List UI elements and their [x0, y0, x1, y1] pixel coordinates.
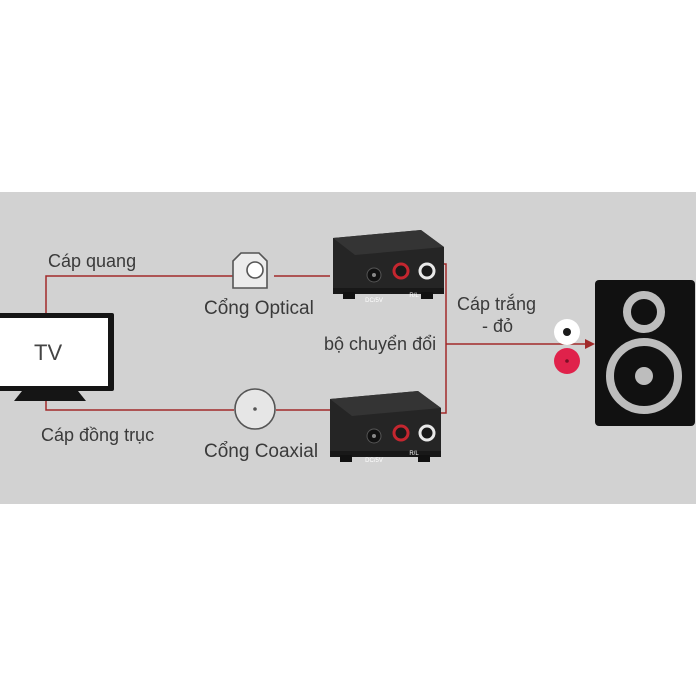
rl-label-top: R/L	[409, 293, 419, 299]
rca-white-icon	[554, 319, 580, 345]
coaxial-cable-label: Cáp đồng trục	[41, 425, 155, 445]
optical-port-icon	[232, 252, 268, 289]
converter-label: bộ chuyển đổi	[324, 334, 437, 354]
cable-lines	[45, 263, 585, 414]
optical-cable-label: Cáp quang	[48, 251, 137, 271]
optical-cable-line-left	[45, 275, 236, 318]
rl-label-bottom: R/L	[409, 451, 419, 457]
arrow-head-icon	[585, 339, 595, 349]
converter-bottom-icon	[330, 391, 441, 462]
coaxial-port-label: Cổng Coaxial	[204, 441, 319, 462]
speaker-icon	[595, 280, 695, 426]
converter-top-icon	[333, 230, 444, 299]
optical-port-label: Cổng Optical	[204, 298, 314, 319]
coaxial-port-icon	[234, 388, 276, 430]
dc-label-bottom: DC/5V	[365, 458, 383, 464]
tv-icon	[0, 313, 114, 401]
tv-label: TV	[34, 340, 63, 365]
rca-cable-label-line2: - đỏ	[482, 316, 514, 336]
dc-label-top: DC/5V	[365, 298, 383, 304]
rca-red-icon	[554, 348, 580, 374]
rca-cable-label: Cáp trắng	[457, 294, 537, 314]
